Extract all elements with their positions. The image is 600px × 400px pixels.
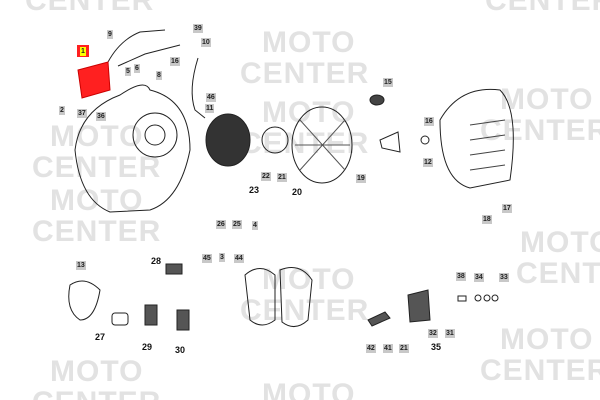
label-9[interactable]: 9 [107,30,113,39]
hub-19 [379,131,401,153]
label-16[interactable]: 16 [170,57,180,66]
label-28[interactable]: 28 [151,256,162,266]
label-23[interactable]: 23 [249,185,260,195]
felt-42 [367,311,391,327]
label-26[interactable]: 26 [216,220,226,229]
label-46[interactable]: 46 [206,93,216,102]
label-22[interactable]: 22 [261,172,271,181]
watermark: CENTER [25,0,155,17]
cable-5 [117,44,181,67]
label-29[interactable]: 29 [142,342,153,352]
contact-breaker-35 [407,289,431,323]
label-32[interactable]: 32 [428,329,438,338]
watermark: CENTER [480,354,600,387]
label-11[interactable]: 11 [205,104,215,113]
watermark: MOTO [262,96,356,129]
label-33[interactable]: 33 [499,273,509,282]
label-1-selected[interactable]: 1 [80,47,86,56]
label-44[interactable]: 44 [234,254,244,263]
watermark: CENTER [32,151,162,184]
flywheel-20 [291,106,353,184]
coil-29 [144,304,158,326]
watermark: MOTO [520,226,600,259]
label-16b[interactable]: 16 [424,117,434,126]
label-19[interactable]: 19 [356,174,366,183]
stator-23 [205,113,251,167]
label-42[interactable]: 42 [366,344,376,353]
label-20[interactable]: 20 [292,187,303,197]
label-31[interactable]: 31 [445,329,455,338]
label-10[interactable]: 10 [201,38,211,47]
label-21b[interactable]: 21 [399,344,409,353]
watermark: MOTO [50,355,144,388]
seal-15 [369,94,385,106]
plate-13 [68,280,101,321]
label-18[interactable]: 18 [482,215,492,224]
watermark: CENTER [240,57,370,90]
watermark: CENTER [32,388,161,400]
coil-28 [165,263,183,275]
label-21[interactable]: 21 [277,173,287,182]
crankcase-bore [132,112,178,158]
label-12[interactable]: 12 [423,158,433,167]
watermark: MOTO [262,26,356,59]
label-41[interactable]: 41 [383,344,393,353]
label-25[interactable]: 25 [232,220,242,229]
watermark: MOTO [500,323,594,356]
label-34[interactable]: 34 [474,273,484,282]
watermark: CENTER [240,127,370,160]
label-36[interactable]: 36 [96,112,106,121]
label-2[interactable]: 2 [59,106,65,115]
label-45[interactable]: 45 [202,254,212,263]
watermark: MOTO [262,378,356,400]
label-6[interactable]: 6 [134,64,140,73]
backplate [244,267,313,327]
label-27[interactable]: 27 [95,332,106,342]
ignition-coil [77,61,111,99]
cable-9 [107,29,166,63]
label-37[interactable]: 37 [77,109,87,118]
fan-cover-16 [439,88,514,189]
watermark: CENTER [240,294,370,327]
watermark: MOTO [50,120,144,153]
watermark: CENTER [516,257,600,290]
label-5[interactable]: 5 [125,67,131,76]
gasket-21 [261,126,289,154]
label-30[interactable]: 30 [175,345,186,355]
watermark: MOTO [262,263,356,296]
label-4[interactable]: 4 [252,221,258,230]
condenser-27 [111,312,129,326]
coil-30 [176,309,190,331]
label-39[interactable]: 39 [193,24,203,33]
label-15[interactable]: 15 [383,78,393,87]
watermark: MOTO [50,184,144,217]
label-17[interactable]: 17 [502,204,512,213]
label-13[interactable]: 13 [76,261,86,270]
watermark: CENTER [485,0,600,17]
watermark: CENTER [32,215,162,248]
label-35[interactable]: 35 [431,342,442,352]
label-3[interactable]: 3 [219,253,225,262]
wiring-harness [191,57,206,119]
crankcase-cover [74,84,191,213]
label-8[interactable]: 8 [156,71,162,80]
label-38[interactable]: 38 [456,272,466,281]
watermark: MOTO [500,83,594,116]
nut-12 [420,135,430,145]
